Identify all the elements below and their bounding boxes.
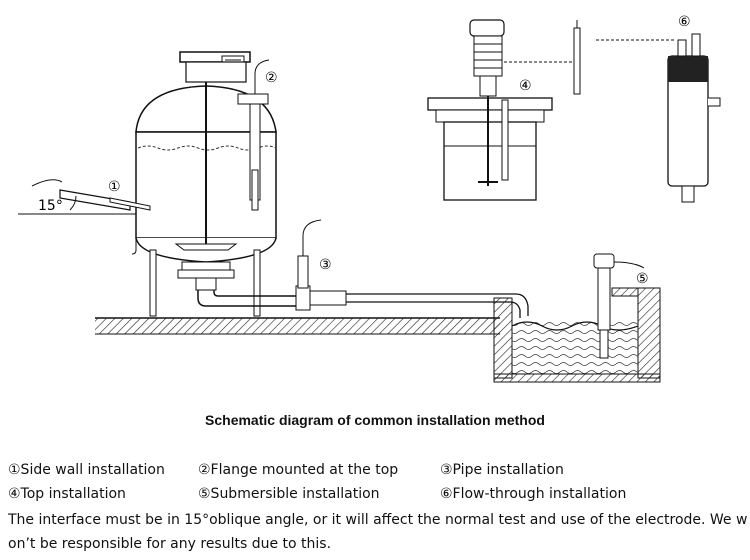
angle-label: 15° (38, 198, 63, 214)
svg-text:⑤: ⑤ (636, 271, 649, 287)
svg-text:④: ④ (519, 78, 532, 94)
svg-text:①: ① (108, 179, 121, 195)
svg-text:②: ② (265, 70, 278, 86)
flange-electrode (237, 59, 270, 211)
note-line-1: The interface must be in 15°oblique angl… (8, 512, 748, 528)
callout-1: ① (108, 179, 121, 195)
svg-text:⑥: ⑥ (678, 14, 691, 30)
water-basin (493, 287, 661, 383)
pipe-electrode (297, 219, 322, 289)
side-wall-electrode (18, 179, 151, 255)
outlet-pipe (197, 285, 529, 318)
callout-6: ⑥ (678, 14, 691, 30)
legend-pipe: ③Pipe installation (440, 462, 564, 478)
legend-submersible: ⑤Submersible installation (198, 486, 380, 502)
diagram-caption: Schematic diagram of common installation… (205, 412, 545, 428)
note-line-2: on’t be responsible for any results due … (8, 536, 332, 552)
callout-5: ⑤ (636, 271, 649, 287)
callout-3: ③ (319, 257, 332, 273)
installation-schematic: ① ② ③ ④ ⑤ ⑥ 15° (18, 14, 721, 383)
callout-2: ② (265, 70, 278, 86)
svg-text:③: ③ (319, 257, 332, 273)
flow-through-cell (596, 33, 721, 203)
ground-slab (95, 317, 500, 335)
legend-flow-through: ⑥Flow-through installation (440, 486, 627, 502)
legend-top: ④Top installation (8, 486, 126, 502)
top-install-vessel (427, 19, 581, 201)
legend-side-wall: ①Side wall installation (8, 462, 165, 478)
callout-4: ④ (519, 78, 532, 94)
submersible-electrode (593, 253, 645, 359)
legend-flange-top: ②Flange mounted at the top (198, 462, 399, 478)
